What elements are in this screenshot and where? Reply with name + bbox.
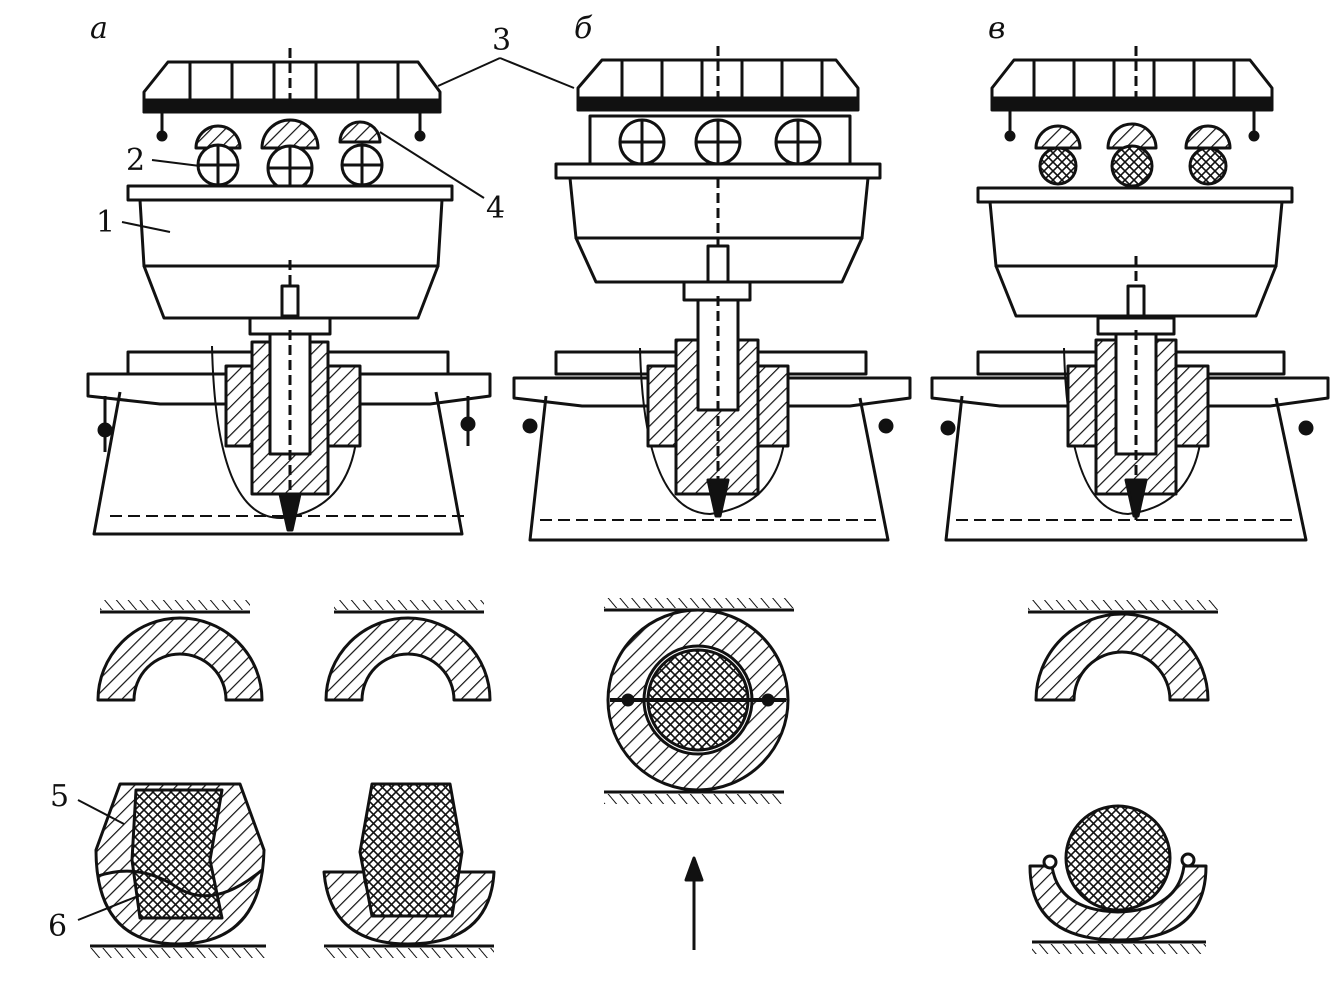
pallet-1-a (126, 184, 454, 320)
detail-v-top (1028, 600, 1218, 702)
gripper-head-v (990, 46, 1274, 142)
callout-4: 4 (486, 191, 506, 226)
base-b (512, 280, 912, 542)
base-a (86, 316, 492, 536)
parts-2-a (196, 143, 384, 192)
grippers-4-a (194, 118, 382, 150)
detail-a1-bottom (90, 782, 266, 958)
pallet-b (554, 162, 882, 284)
detail-a1-top (96, 600, 264, 702)
lift-arrow (684, 856, 704, 950)
panel-label-a: а (90, 11, 108, 46)
assembly-a (86, 48, 492, 536)
callout-6: 6 (48, 909, 68, 944)
assembly-v (930, 46, 1330, 542)
pallet-v (976, 186, 1294, 318)
leader-lines (77, 57, 575, 921)
panel-label-b: б (574, 11, 593, 46)
callout-3: 3 (492, 23, 512, 58)
callout-5: 5 (50, 779, 70, 814)
callout-2: 2 (126, 143, 146, 178)
base-v (930, 316, 1330, 542)
detail-a2-bottom (322, 782, 496, 958)
detail-b-top (604, 598, 794, 804)
parts-released-v (1034, 122, 1232, 188)
callout-1: 1 (96, 205, 116, 240)
gripper-head-a (142, 48, 442, 142)
parts-gripped-b (618, 118, 822, 166)
panel-label-v: в (988, 11, 1006, 46)
detail-a2-top (324, 600, 492, 702)
detail-v-bottom (1028, 804, 1208, 954)
assembly-b (512, 46, 912, 542)
